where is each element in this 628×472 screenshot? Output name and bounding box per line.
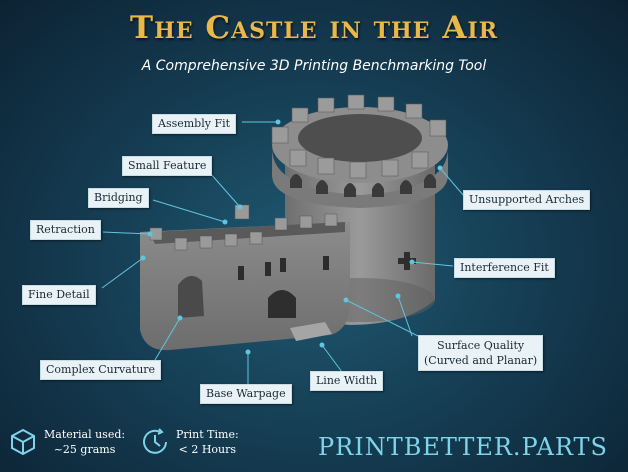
surface-quality-line1: Surface Quality [437,339,525,352]
label-complex-curvature: Complex Curvature [40,360,162,380]
material-info: Material used: ~25 grams [8,427,125,457]
material-value: ~25 grams [53,443,116,456]
label-unsupported-arches: Unsupported Arches [463,190,591,210]
label-bridging: Bridging [88,188,149,208]
cube-icon [11,428,35,456]
label-small-feature: Small Feature [122,156,213,176]
clock-icon [143,428,167,454]
print-time-info: Print Time: < 2 Hours [140,427,239,457]
material-label: Material used: [44,428,126,441]
brand-text: PRINTBETTER.PARTS [318,433,608,461]
print-time-label: Print Time: [176,428,239,441]
label-interference-fit: Interference Fit [454,258,555,278]
label-retraction: Retraction [30,220,101,240]
label-assembly-fit: Assembly Fit [152,114,237,134]
page-title: The Castle in the Air [130,10,498,46]
page-subtitle: A Comprehensive 3D Printing Benchmarking… [141,58,487,74]
print-time-text: Print Time: < 2 Hours [176,427,239,457]
print-time-value: < 2 Hours [178,443,237,456]
material-text: Material used: ~25 grams [44,427,125,457]
label-fine-detail: Fine Detail [22,285,96,305]
label-base-warpage: Base Warpage [200,384,292,404]
surface-quality-line2: (Curved and Planar) [424,354,538,367]
label-surface-quality: Surface Quality (Curved and Planar) [418,335,544,371]
label-line-width: Line Width [310,371,384,391]
